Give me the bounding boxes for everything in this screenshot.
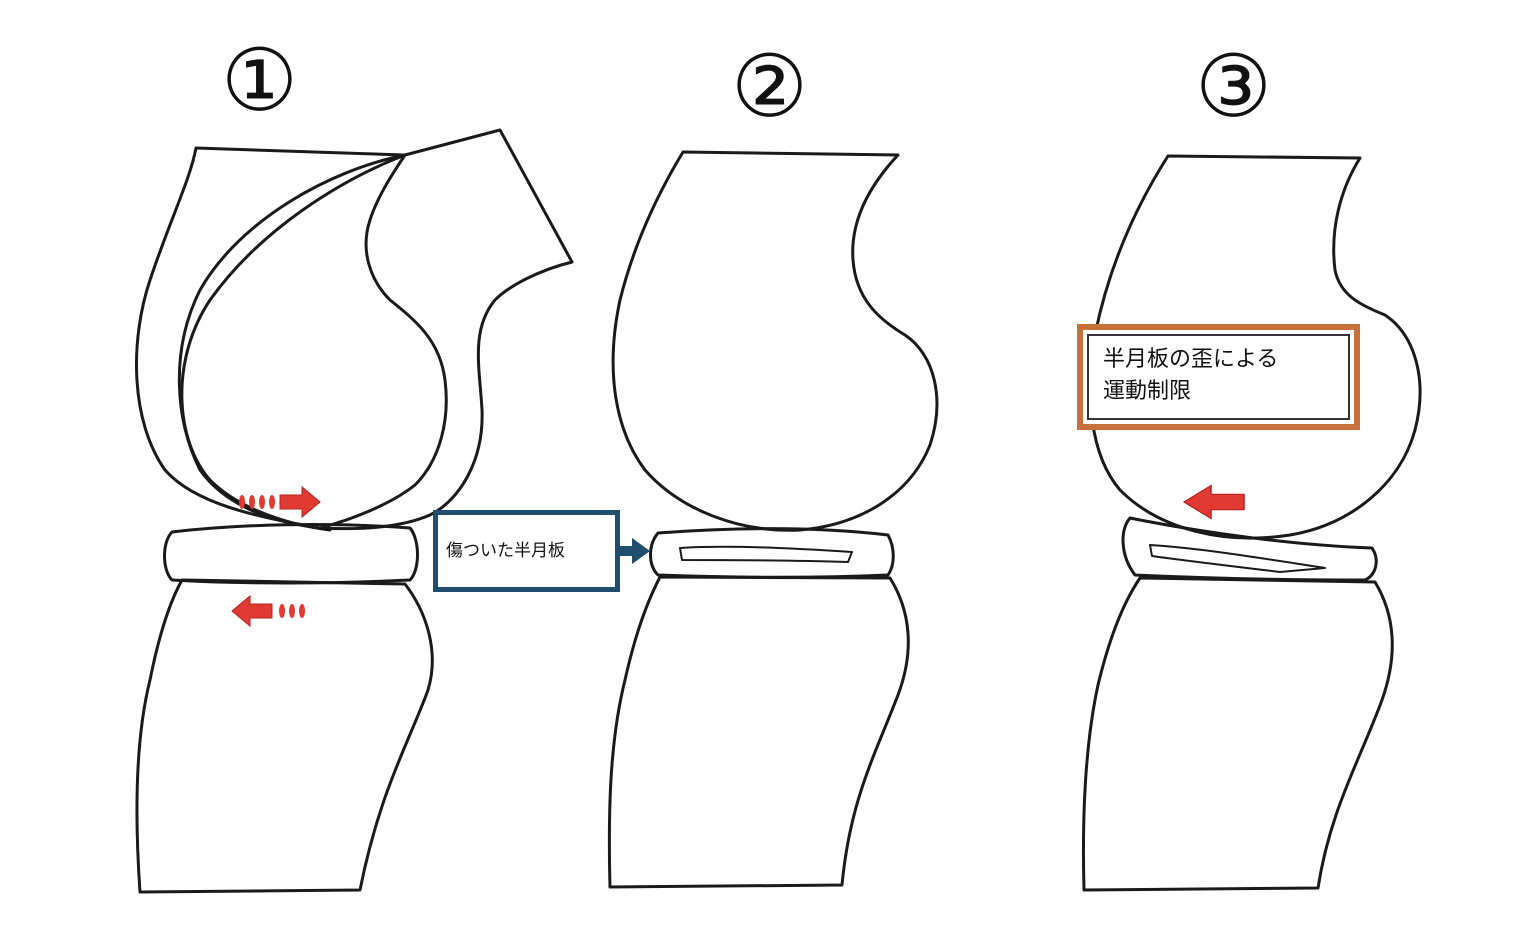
panel-3-knee xyxy=(1081,154,1422,892)
motion-restriction-line2: 運動制限 xyxy=(1103,378,1192,404)
panel-1-red-arrow-left xyxy=(231,595,305,627)
panel-2-meniscus-tear xyxy=(679,545,853,563)
panel-1-meniscus xyxy=(163,523,419,585)
panel-2-tibia xyxy=(607,575,910,889)
panel-3-meniscus-distortion xyxy=(1149,544,1326,573)
damaged-meniscus-label: 傷ついた半月板 xyxy=(446,540,565,561)
panel-2-number: ② xyxy=(731,37,809,137)
damaged-meniscus-callout: 傷ついた半月板 xyxy=(433,510,620,592)
panel-1-number: ① xyxy=(221,31,299,131)
panel-3-tibia xyxy=(1081,576,1394,892)
panel-2-femur xyxy=(611,150,939,532)
panel-1-femur xyxy=(135,146,407,532)
panel-3-red-arrow-left xyxy=(1183,484,1245,520)
callout-arrow xyxy=(620,538,650,564)
panel-1-red-arrow-right xyxy=(239,486,321,518)
panel-2-knee xyxy=(607,150,939,889)
panel-1-knee xyxy=(135,128,574,894)
panel-1-femur-inner xyxy=(177,153,407,530)
panel-1-tibia xyxy=(135,578,434,894)
panel-3-meniscus xyxy=(1121,516,1378,582)
panel-3-number: ③ xyxy=(1195,37,1273,137)
motion-restriction-line1: 半月板の歪による xyxy=(1103,347,1279,372)
panel-1-femur-rotated xyxy=(318,128,574,531)
motion-restriction-callout: 半月板の歪による 運動制限 xyxy=(1077,324,1360,430)
panel-2-meniscus xyxy=(649,527,895,579)
